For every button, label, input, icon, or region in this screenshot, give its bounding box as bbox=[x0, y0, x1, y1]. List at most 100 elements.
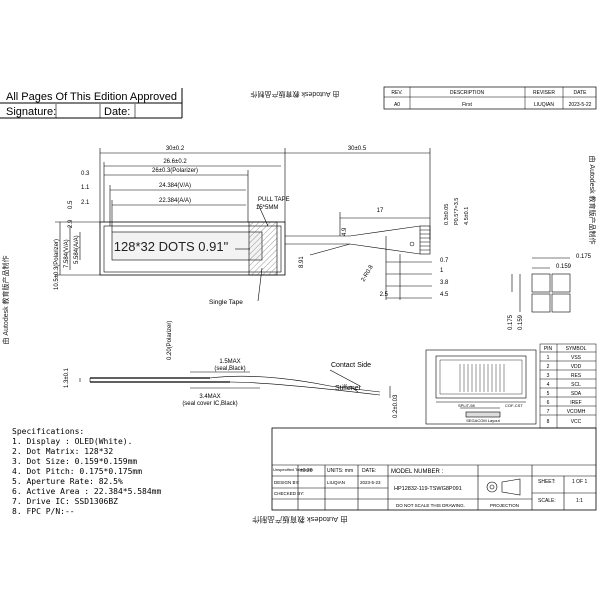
dim-5-58: 5.584(A/A) bbox=[74, 235, 80, 264]
dim-22: 22.384(A/A) bbox=[159, 198, 191, 204]
pin-number: 2 bbox=[547, 364, 550, 370]
rev-value: A0 bbox=[394, 102, 400, 108]
dim-1-5max: 1.5MAX bbox=[219, 359, 240, 365]
pixel-dim-0159-side: 0.159 bbox=[518, 314, 524, 330]
dim-2-1: 2.1 bbox=[81, 200, 90, 206]
dim-4-9: 4.9 bbox=[342, 227, 348, 236]
watermark-bottom: 由 Autodesk 教育版产品制作 bbox=[252, 515, 348, 525]
pin-header: PIN bbox=[544, 346, 553, 352]
dim-8-91: 8.91 bbox=[299, 256, 305, 268]
pin-number: 7 bbox=[547, 409, 550, 415]
seal-black: (seal,Black) bbox=[214, 366, 245, 372]
dim-0-2-pol: 0.20(Polarizer) bbox=[167, 321, 173, 360]
spec-item: 2. Dot Matrix: 128*32 bbox=[12, 447, 113, 456]
dim-30: 30±0.2 bbox=[166, 146, 185, 152]
dim-17: 17 bbox=[377, 208, 384, 214]
revision-table: REV. DESCRIPTION REVISER DATE A0 First L… bbox=[383, 86, 597, 110]
layout-box bbox=[425, 349, 537, 425]
watermark-top: 由 Autodesk 教育版产品制作 bbox=[250, 90, 339, 99]
dim-24: 24.384(V/A) bbox=[159, 183, 191, 189]
desc-header: DESCRIPTION bbox=[450, 90, 485, 96]
design-date: 2023-5-23 bbox=[360, 480, 381, 485]
dim-0-3-05: 0.3±0.05 bbox=[444, 204, 450, 225]
dim-1-3: 1.3±0.1 bbox=[64, 367, 70, 388]
spec-item: 4. Dot Pitch: 0.175*0.175mm bbox=[12, 467, 142, 476]
seal-cover: (seal cover IC,Black) bbox=[182, 401, 237, 407]
pin-symbol: SCL bbox=[571, 382, 581, 388]
sheet-value: 1 OF 1 bbox=[572, 479, 588, 485]
dim-0-5: 0.5 bbox=[68, 200, 74, 209]
stiffener: Stiffener bbox=[335, 385, 362, 392]
contact-side: Contact Side bbox=[331, 362, 371, 369]
fpc-hole bbox=[409, 241, 415, 247]
rev-header: REV. bbox=[391, 90, 402, 96]
checked-by-label: CHECKED BY: bbox=[274, 491, 304, 496]
do-not-scale: DO NOT SCALE THIS DRAWING. bbox=[396, 503, 465, 508]
screen-text: 128*32 DOTS 0.91" bbox=[114, 239, 229, 254]
specifications: Specifications: 1. Display : OLED(White)… bbox=[12, 427, 161, 516]
dim-30-5: 30±0.5 bbox=[348, 146, 367, 152]
pin-number: 5 bbox=[547, 391, 550, 397]
pin-number: 1 bbox=[547, 355, 550, 361]
model-label: MODEL NUMBER : bbox=[391, 469, 443, 475]
date-label: Date: bbox=[104, 106, 130, 118]
reviser-header: REVISER bbox=[533, 90, 555, 96]
spec-item: 5. Aperture Rate: 82.5% bbox=[12, 477, 123, 486]
pixel-detail bbox=[511, 257, 571, 313]
scale-label: SCALE: bbox=[538, 498, 556, 504]
dim-4-5: 4.5 bbox=[440, 292, 449, 298]
approval-text: All Pages Of This Edition Approved bbox=[6, 91, 177, 103]
dim-0-2-003: 0.2±0.03 bbox=[393, 394, 399, 418]
reviser-value: LIUQIAN bbox=[534, 102, 554, 108]
pin-number: 3 bbox=[547, 373, 550, 379]
pin-number: 6 bbox=[547, 400, 550, 406]
fpc-view bbox=[285, 148, 432, 300]
tolerance-value: ±0.20 bbox=[300, 468, 313, 474]
front-view bbox=[55, 148, 286, 302]
model-number: HP12832-119-TSWG8P091 bbox=[394, 486, 462, 492]
pin-symbol: VSS bbox=[571, 355, 582, 361]
projection-label: PROJECTION bbox=[490, 503, 519, 508]
watermark-left: 由 Autodesk 教育版产品制作 bbox=[1, 255, 10, 344]
pin-symbol: VCC bbox=[571, 419, 582, 425]
sheet-label: SHEET: bbox=[538, 479, 556, 485]
symbol-header: SYMBOL bbox=[566, 346, 587, 352]
pixel-dim-0159-top: 0.159 bbox=[556, 264, 572, 270]
spec-item: 1. Display : OLED(White). bbox=[12, 437, 132, 446]
desc-value: First bbox=[462, 102, 472, 108]
spec-item: 8. FPC P/N:-- bbox=[12, 507, 75, 516]
design-by-label: DESIGN BY: bbox=[274, 480, 300, 485]
pin-number: 8 bbox=[547, 419, 550, 425]
side-view bbox=[79, 369, 391, 398]
dim-pitch: P0.5*7=3.5 bbox=[454, 198, 460, 225]
dim-1: 1 bbox=[440, 268, 444, 274]
dim-3-8: 3.8 bbox=[440, 280, 449, 286]
spec-item: 3. Dot Size: 0.159*0.159mm bbox=[12, 457, 137, 466]
pin-symbol: IREF bbox=[570, 400, 581, 406]
date-value: 2023-5-22 bbox=[569, 102, 592, 108]
spec-item: 7. Drive IC: SSD1306BZ bbox=[12, 497, 118, 506]
pixel-dim-0175-side: 0.175 bbox=[508, 314, 514, 330]
dim-2-5: 2.5 bbox=[380, 292, 389, 298]
single-tape: Single Tape bbox=[209, 299, 243, 306]
pull-tape-size: 15*5MM bbox=[256, 205, 278, 211]
layout-label-left: SPLIT-98 bbox=[458, 403, 475, 408]
dim-1-1: 1.1 bbox=[81, 185, 90, 191]
designer-value: LIUQIAN bbox=[327, 480, 345, 485]
date-hdr: DATE: bbox=[362, 468, 376, 474]
dim-3-4max: 3.4MAX bbox=[199, 394, 220, 400]
dim-7-58: 7.584(V/A) bbox=[64, 239, 70, 268]
watermark-right: 由 Autodesk 教育版产品制作 bbox=[588, 155, 597, 244]
projection-symbol bbox=[486, 478, 521, 496]
header: All Pages Of This Edition Approved Signa… bbox=[0, 88, 340, 119]
dim-26-pol: 26±0.3(Polarizer) bbox=[152, 168, 198, 174]
dim-4-5-01: 4.5±0.1 bbox=[464, 207, 470, 225]
title-block bbox=[271, 427, 597, 511]
spec-title: Specifications: bbox=[12, 427, 84, 436]
pin-symbol: SDA bbox=[571, 391, 582, 397]
pull-tape: PULL TAPE bbox=[258, 197, 290, 203]
layout-label-right: COF-CST bbox=[505, 403, 523, 408]
dim-2-9: 2.9 bbox=[68, 219, 74, 228]
dim-0-3: 0.3 bbox=[81, 171, 90, 177]
layout-pins bbox=[459, 364, 505, 392]
